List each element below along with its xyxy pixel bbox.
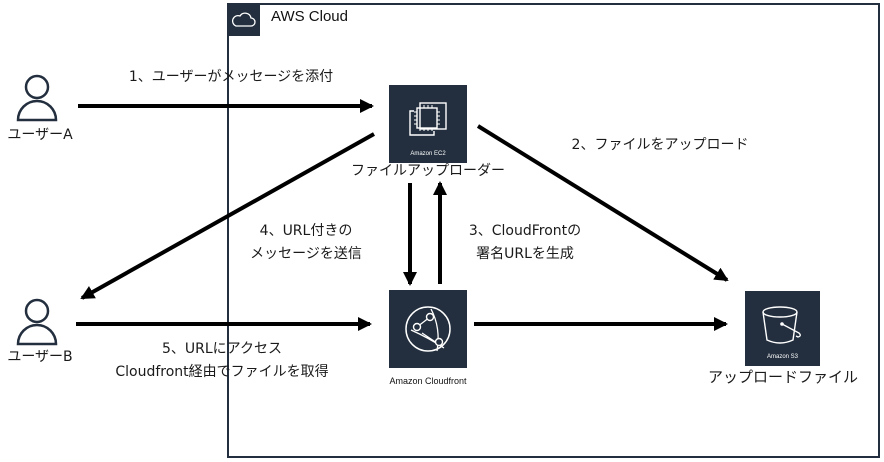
arrow-step2 [476, 124, 729, 282]
cloud-icon [232, 12, 256, 27]
user-icon [16, 74, 58, 122]
step4-label-line1: 4、URL付きの [259, 223, 353, 239]
s3-service: Amazon S3 [745, 291, 820, 366]
cloudfront-label: Amazon Cloudfront [389, 376, 467, 386]
user-a-label: ユーザーA [7, 127, 73, 143]
step3-label-line2: 署名URLを生成 [476, 246, 574, 262]
step5-label-line2: Cloudfront経由でファイルを取得 [115, 364, 329, 380]
ec2-label: ファイルアップローダー [351, 163, 505, 179]
aws-cloud-badge [227, 3, 260, 36]
step1-label: 1、ユーザーがメッセージを添付 [128, 69, 334, 85]
s3-bucket-icon [762, 306, 801, 344]
aws-cloud-group [227, 3, 880, 458]
aws-cloud-title: AWS Cloud [271, 8, 348, 25]
step2-label: 2、ファイルをアップロード [571, 137, 749, 153]
ec2-caption: Amazon EC2 [410, 151, 446, 157]
user-b [14, 294, 60, 348]
step4-label-line2: メッセージを送信 [250, 246, 362, 262]
cloudfront-globe-icon [405, 306, 451, 352]
s3-caption: Amazon S3 [766, 354, 799, 360]
step5-label-line1: 5、URLにアクセス [162, 341, 282, 357]
user-a [14, 70, 60, 124]
arrow-step4 [80, 132, 375, 300]
user-icon [16, 298, 58, 346]
ec2-chip-icon [409, 102, 447, 136]
step3-label-line1: 3、CloudFrontの [468, 223, 582, 239]
s3-label: アップロードファイル [707, 368, 858, 386]
cloudfront-service [389, 290, 467, 368]
ec2-service: Amazon EC2 [389, 85, 467, 163]
user-b-label: ユーザーB [7, 349, 73, 365]
